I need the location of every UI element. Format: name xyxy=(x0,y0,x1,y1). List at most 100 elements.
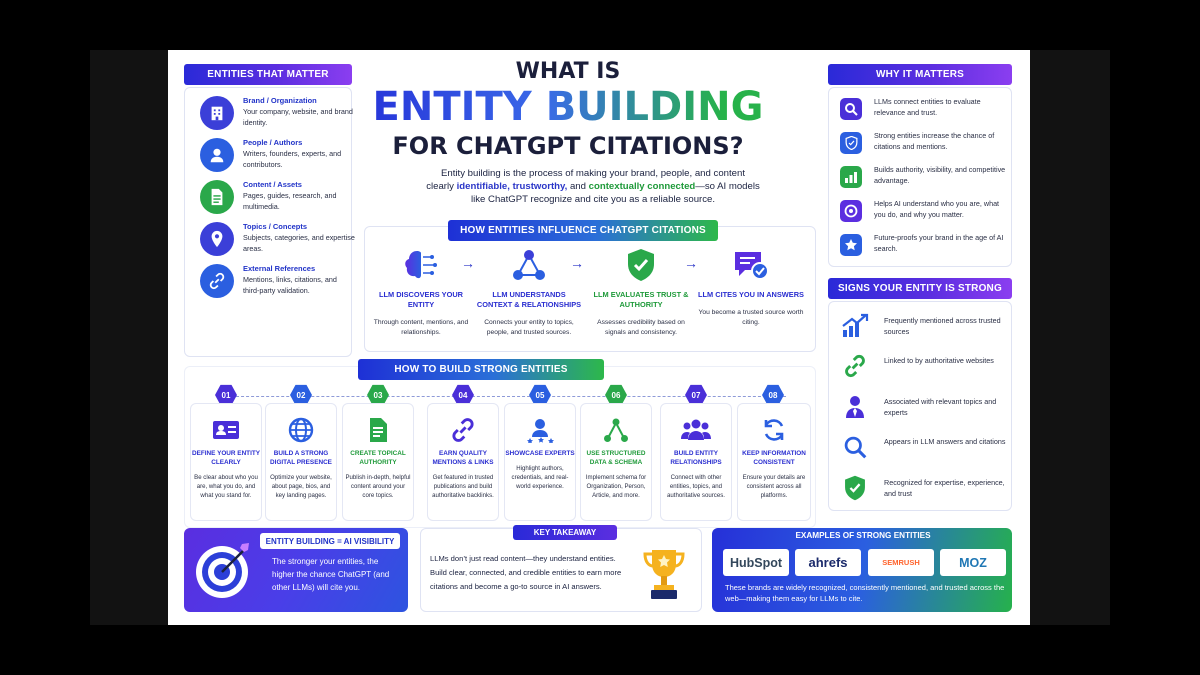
why-row: Helps AI understand who you are, what yo… xyxy=(840,198,1010,228)
step-number-badge: 03 xyxy=(367,384,389,406)
chat-check-icon xyxy=(731,245,771,285)
growth-chart-icon xyxy=(840,311,870,341)
search-icon xyxy=(840,432,870,462)
step-number-badge: 01 xyxy=(215,384,237,406)
examples-text: These brands are widely recognized, cons… xyxy=(725,583,1005,603)
why-text: Strong entities increase the chance of c… xyxy=(874,131,995,151)
entity-title: External References xyxy=(243,264,316,273)
influence-title: LLM UNDERSTANDS CONTEXT & RELATIONSHIPS xyxy=(476,290,582,309)
build-step-mentions: EARN QUALITY MENTIONS & LINKS Get featur… xyxy=(427,403,499,521)
expert-icon xyxy=(840,392,870,422)
entity-desc: Writers, founders, experts, and contribu… xyxy=(243,149,342,169)
influence-title: LLM DISCOVERS YOUR ENTITY xyxy=(378,290,464,309)
build-step-desc: Ensure your details are consistent acros… xyxy=(742,474,806,499)
step-number-badge: 07 xyxy=(685,384,707,406)
build-step-desc: Be clear about who you are, what you do,… xyxy=(194,474,258,499)
brain-icon xyxy=(401,245,441,285)
why-header: WHY IT MATTERS xyxy=(828,64,1012,85)
intro-line-3: like ChatGPT recognize and cite you as a… xyxy=(470,194,716,205)
influence-desc: You become a trusted source worth citing… xyxy=(698,309,804,326)
signs-row: Recognized for expertise, experience, an… xyxy=(840,473,1010,507)
entity-desc: Subjects, categories, and expertise area… xyxy=(243,233,355,253)
network-icon xyxy=(509,245,549,285)
influence-desc: Connects your entity to topics, people, … xyxy=(484,319,574,336)
step-number-badge: 06 xyxy=(605,384,627,406)
intro-line-1: Entity building is the process of making… xyxy=(441,168,745,179)
building-icon xyxy=(200,96,234,130)
entity-people: People / Authors Writers, founders, expe… xyxy=(200,138,360,178)
entity-title: Brand / Organization xyxy=(243,96,317,105)
entity-content: Content / Assets Pages, guides, research… xyxy=(200,180,360,220)
entity-desc: Mentions, links, citations, and third-pa… xyxy=(243,275,337,295)
build-step-authority: CREATE TOPICAL AUTHORITY Publish in-dept… xyxy=(342,403,414,521)
group-icon xyxy=(661,417,731,443)
why-text: Future-proofs your brand in the age of A… xyxy=(874,233,1004,253)
entity-title: Topics / Concepts xyxy=(243,222,308,231)
build-step-title: EARN QUALITY MENTIONS & LINKS xyxy=(432,450,494,466)
intro-seg: —so AI models xyxy=(695,181,760,192)
intro-seg: and xyxy=(567,181,589,192)
build-header: HOW TO BUILD STRONG ENTITIES xyxy=(358,359,604,380)
intro-highlight-green: contextually connected xyxy=(588,181,696,192)
arrow-right-icon: → xyxy=(684,255,698,271)
build-step-presence: BUILD A STRONG DIGITAL PRESENCE Optimize… xyxy=(265,403,337,521)
shield-check-icon xyxy=(840,473,870,503)
entity-brand: Brand / Organization Your company, websi… xyxy=(200,96,360,136)
link-icon xyxy=(840,351,870,381)
schema-icon xyxy=(581,417,651,443)
takeaway-header: KEY TAKEAWAY xyxy=(513,525,617,540)
influence-title: LLM CITES YOU IN ANSWERS xyxy=(698,290,804,299)
build-step-desc: Get featured in trusted publications and… xyxy=(432,474,494,499)
entity-desc: Pages, guides, research, and multimedia. xyxy=(243,191,337,211)
influence-title: LLM EVALUATES TRUST & AUTHORITY xyxy=(593,290,689,309)
build-step-title: BUILD A STRONG DIGITAL PRESENCE xyxy=(270,450,332,466)
build-step-schema: USE STRUCTURED DATA & SCHEMA Implement s… xyxy=(580,403,652,521)
arrow-right-icon: → xyxy=(461,255,475,271)
build-step-experts: SHOWCASE EXPERTS Highlight authors, cred… xyxy=(504,403,576,521)
intro-text: Entity building is the process of making… xyxy=(393,167,793,206)
entity-desc: Your company, website, and brand identit… xyxy=(243,107,353,127)
visibility-header: ENTITY BUILDING = AI VISIBILITY xyxy=(260,533,400,549)
refresh-icon xyxy=(738,417,810,443)
link-icon xyxy=(200,264,234,298)
build-step-title: CREATE TOPICAL AUTHORITY xyxy=(350,450,406,466)
influence-desc: Through content, mentions, and relations… xyxy=(373,319,469,336)
arrow-right-icon: → xyxy=(570,255,584,271)
location-pin-icon xyxy=(200,222,234,256)
step-number-badge: 04 xyxy=(452,384,474,406)
signs-text: Appears in LLM answers and citations xyxy=(884,437,1006,446)
target-icon xyxy=(840,200,862,222)
signs-text: Associated with relevant topics and expe… xyxy=(884,397,997,417)
title-line-3: FOR CHATGPT CITATIONS? xyxy=(392,132,744,160)
signs-row: Linked to by authoritative websites xyxy=(840,351,1010,385)
intro-highlight-blue: identifiable, trustworthy, xyxy=(456,181,568,192)
build-step-desc: Connect with other entities, topics, and… xyxy=(667,474,725,499)
influence-step-evaluate: LLM EVALUATES TRUST & AUTHORITY Assesses… xyxy=(586,245,696,337)
entity-title: Content / Assets xyxy=(243,180,302,189)
search-icon xyxy=(840,98,862,120)
trophy-icon xyxy=(642,546,686,602)
influence-step-discover: LLM DISCOVERS YOUR ENTITY Through conten… xyxy=(366,245,476,337)
takeaway-line: LLMs don’t just read content—they unders… xyxy=(430,554,616,563)
why-row: LLMs connect entities to evaluate releva… xyxy=(840,96,1010,126)
examples-header: EXAMPLES OF STRONG ENTITIES xyxy=(795,531,931,540)
intro-line-2: clearly identifiable, trustworthy, and c… xyxy=(393,180,793,193)
influence-step-understand: LLM UNDERSTANDS CONTEXT & RELATIONSHIPS … xyxy=(474,245,584,337)
visibility-text: The stronger your entities, the higher t… xyxy=(272,557,390,592)
signs-row: Appears in LLM answers and citations xyxy=(840,432,1010,466)
globe-icon xyxy=(266,417,336,443)
signs-text: Frequently mentioned across trusted sour… xyxy=(884,316,1001,336)
why-text: Helps AI understand who you are, what yo… xyxy=(874,199,1000,219)
ahrefs-logo: ahrefs xyxy=(795,549,861,576)
signs-header: SIGNS YOUR ENTITY IS STRONG xyxy=(828,278,1012,299)
step-number-badge: 08 xyxy=(762,384,784,406)
build-step-relationships: BUILD ENTITY RELATIONSHIPS Connect with … xyxy=(660,403,732,521)
signs-text: Recognized for expertise, experience, an… xyxy=(884,478,1005,498)
influence-step-cite: LLM CITES YOU IN ANSWERS You become a tr… xyxy=(696,245,806,327)
build-step-desc: Publish in-depth, helpful content around… xyxy=(345,474,411,499)
entities-header: ENTITIES THAT MATTER xyxy=(184,64,352,85)
signs-row: Frequently mentioned across trusted sour… xyxy=(840,311,1010,345)
shield-check-icon xyxy=(621,245,661,285)
steps-connector xyxy=(226,396,786,397)
build-step-title: DEFINE YOUR ENTITY CLEARLY xyxy=(191,450,261,466)
